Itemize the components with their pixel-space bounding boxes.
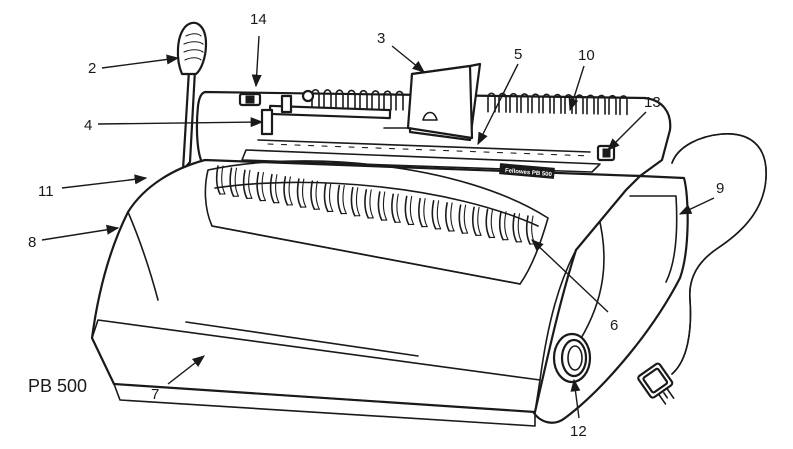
adjustment-knob [552,332,592,384]
callout-14: 14 [250,11,267,28]
comb-tooth [485,208,496,239]
callout-8: 8 [28,234,36,251]
callout-13: 13 [644,94,661,111]
callout-leaders [41,35,715,419]
comb-tooth [310,180,320,211]
callout-10: 10 [578,47,595,64]
plate-text: Fellowes PB 500 [505,168,553,178]
opener-tooth [542,93,551,114]
opener-tooth [395,90,404,111]
comb-tray [204,160,549,285]
callout-12: 12 [570,423,587,440]
slot-lower-edge [241,149,601,173]
callout-4: 4 [84,117,92,134]
callout-9: 9 [716,180,724,197]
opener-tooth [487,92,496,113]
opener-tooth [586,94,595,115]
leader-10 [568,65,585,112]
leader-2 [101,54,180,69]
leader-12 [570,378,581,419]
paper-slot [257,139,591,153]
front-body [90,158,642,414]
comb-tooth [269,173,280,204]
opener-tooth [335,89,344,110]
leader-4 [97,117,264,128]
comb-tooth [512,213,523,243]
leader-13 [607,111,647,151]
comb-tooth [377,191,388,221]
comb-tooth [418,197,428,228]
comb-tooth [242,169,253,200]
slot-dashes [267,143,585,157]
leader-6 [531,239,609,313]
comb-tooth [364,189,374,219]
body-contour [127,211,159,301]
leader-3 [391,45,425,73]
comb-tooth [229,167,240,197]
leader-14 [251,35,262,88]
power-cord [671,133,767,375]
opener-tooth [383,90,392,111]
callout-2: 2 [88,60,96,77]
comb-tooth [431,199,442,230]
comb-tooth [445,202,455,232]
base-strip [113,383,536,427]
hole-punch-switch [238,92,262,107]
leader-8 [41,224,120,241]
operating-handle [176,21,208,172]
comb-opener-teeth [311,88,628,116]
paper-guide [383,62,482,142]
comb-tooth [458,204,469,234]
comb-tooth [323,182,334,213]
front-cover-line [185,321,419,357]
document-size-selector [260,89,392,136]
opener-tooth [597,94,606,115]
tray-front-edge [211,225,521,285]
comb-tooth [471,206,482,237]
comb-tooth [404,195,415,226]
opener-tooth [323,89,332,110]
opener-tooth [553,93,562,114]
power-plug [637,362,675,405]
comb-tooth [350,186,361,217]
comb-teeth [215,165,536,245]
callout-5: 5 [514,46,522,63]
model-label: PB 500 [28,376,87,396]
leader-5 [477,63,519,146]
callout-11: 11 [38,183,54,200]
comb-tooth [337,184,347,215]
opener-tooth [371,90,380,111]
opener-tooth [347,89,356,110]
callout-7: 7 [151,386,159,403]
callout-labels: 2 3 4 5 6 7 8 9 10 11 12 13 14 [28,11,724,440]
leader-9 [678,197,715,215]
comb-tooth [256,171,266,202]
opener-tooth [608,94,617,115]
name-plate: Fellowes PB 500 [499,163,555,179]
opener-tooth [619,95,628,116]
opener-tooth [359,89,368,110]
opener-tooth [520,93,529,114]
comb-tooth [391,193,401,224]
body-contour-right [539,249,577,381]
comb-tooth [215,165,226,195]
power-switch [596,144,616,162]
opener-tooth [531,93,540,114]
callout-3: 3 [377,30,385,47]
comb-tooth [296,178,307,208]
comb-tooth [283,176,293,206]
side-panel-inset [629,195,678,283]
callout-6: 6 [610,317,618,334]
leader-7 [167,355,205,385]
leader-11 [61,174,148,189]
comb-tooth [498,210,509,241]
opener-tooth [509,92,518,113]
front-face [91,319,541,413]
